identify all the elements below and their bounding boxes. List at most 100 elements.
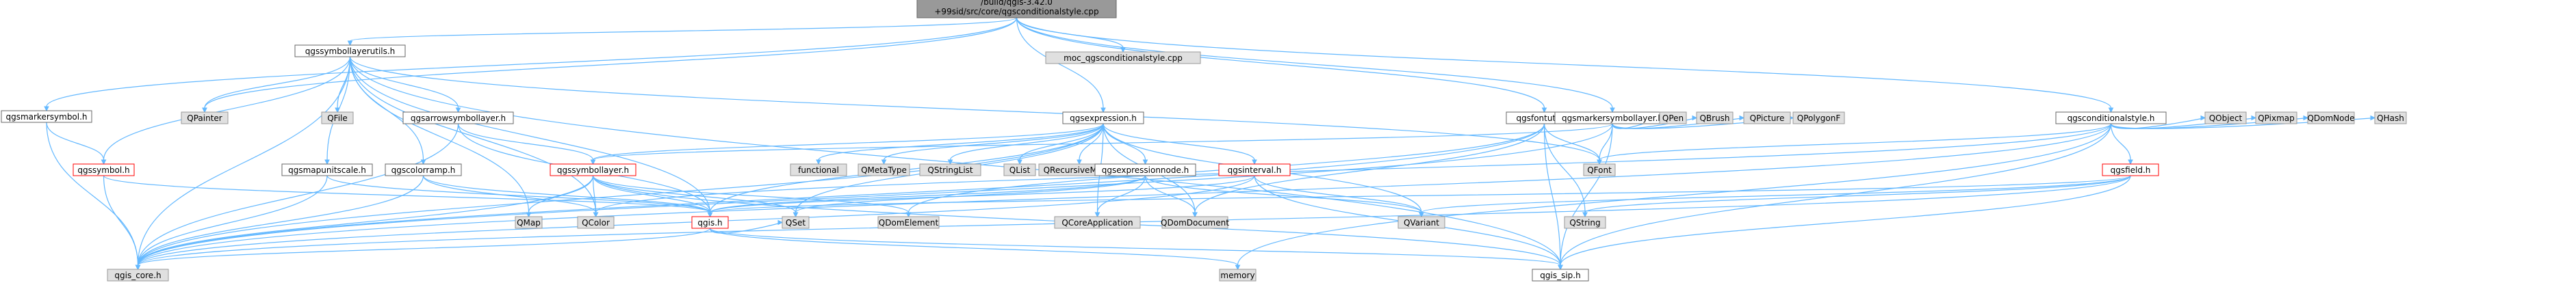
node-label: QMetaType (861, 165, 907, 175)
node-label: memory (1220, 271, 1254, 280)
node-qbrush[interactable]: QBrush (1696, 111, 1734, 124)
node-qdomdoc[interactable]: QDomDocument (1161, 216, 1229, 229)
node-qpen[interactable]: QPen (1659, 111, 1687, 124)
node-label: QDomElement (879, 218, 939, 228)
node-qgsfield[interactable]: qgsfield.h (2102, 163, 2159, 176)
node-qlist[interactable]: QList (1003, 163, 1036, 176)
node-qpainter[interactable]: QPainter (181, 111, 229, 124)
node-condstyle[interactable]: qgsconditionalstyle.h (2055, 111, 2167, 124)
node-qgiscore[interactable]: qgis_core.h (107, 269, 169, 282)
edge-symlayer-qgis (592, 175, 711, 213)
node-box (1532, 269, 1589, 282)
node-box (281, 163, 373, 176)
node-interval[interactable]: qgsinterval.h (1218, 163, 1291, 176)
node-qmap[interactable]: QMap (515, 216, 543, 229)
node-qgssymbol[interactable]: qgssymbol.h (73, 163, 135, 176)
node-qpolygonf[interactable]: QPolygonF (1792, 111, 1845, 124)
node-qset[interactable]: QSet (782, 216, 810, 229)
node-qdomelement[interactable]: QDomElement (877, 216, 940, 229)
edge-arrowhead (1017, 159, 1022, 165)
node-box (321, 111, 354, 124)
edge-symlayer-qgiscore (137, 175, 594, 266)
node-markersym[interactable]: qgsmarkersymbol.h (1, 110, 92, 123)
node-expression[interactable]: qgsexpression.h (1062, 111, 1144, 124)
edge-root-expression (1016, 17, 1104, 109)
node-qhash[interactable]: QHash (2374, 111, 2407, 124)
node-box (1062, 111, 1144, 124)
node-qstring[interactable]: QString (1564, 216, 1606, 229)
node-memory[interactable]: memory (1219, 269, 1257, 282)
node-qcolor[interactable]: QColor (577, 216, 615, 229)
node-box (877, 216, 940, 229)
node-qvariant[interactable]: QVariant (1398, 216, 1445, 229)
node-label: qgsmarkersymbol.h (5, 112, 87, 122)
edge-root-markersym (46, 17, 1018, 107)
edge-arrowhead (202, 107, 207, 113)
node-qstringlist[interactable]: QStringList (919, 163, 981, 176)
node-label: qgsarrowsymbollayer.h (411, 113, 506, 123)
node-box (1564, 216, 1606, 229)
node-label: QCoreApplication (1061, 218, 1133, 228)
node-box (916, 0, 1117, 18)
edge-exprnode-qgis (709, 175, 1146, 213)
node-label: QColor (582, 218, 610, 228)
node-box (1398, 216, 1445, 229)
node-box (577, 216, 615, 229)
node-qmetatype[interactable]: QMetaType (858, 163, 910, 176)
edge-arrowsym-symlayer (457, 123, 594, 161)
edge-qgis-qgissip (709, 228, 1561, 266)
edge-symlayerutils-qmap (349, 56, 530, 213)
edge-exprnode-qcoreapp (1096, 175, 1146, 213)
edge-fontutils-qgissip (1543, 123, 1561, 266)
node-qfile[interactable]: QFile (321, 111, 354, 124)
edge-qgsfield-qstring (1584, 175, 2131, 213)
node-root[interactable]: /build/qgis-3.42.0+99sid/src/core/qgscon… (916, 0, 1117, 18)
node-label: qgis.h (697, 218, 722, 228)
edge-arrowhead (1610, 107, 1615, 113)
node-exprnode[interactable]: qgsexpressionnode.h (1094, 163, 1196, 176)
node-mapunit[interactable]: qgsmapunitscale.h (281, 163, 373, 176)
node-label: QPainter (187, 113, 222, 123)
node-box (1219, 269, 1257, 282)
node-symlayer[interactable]: qgssymbollayer.h (550, 163, 636, 176)
edge-arrowhead (905, 212, 912, 218)
node-box (1218, 163, 1291, 176)
edge-expression-interval (1103, 123, 1255, 161)
node-qfont[interactable]: QFont (1583, 163, 1616, 176)
node-qpixmap[interactable]: QPixmap (2255, 111, 2297, 124)
edge-symlayerutils-qgiscore (137, 56, 351, 266)
edge-condstyle-memory (1237, 123, 2112, 266)
edge-markersym-qgiscore (46, 122, 139, 266)
node-markersymlayer[interactable]: qgsmarkersymbollayer.h (1554, 111, 1671, 124)
node-qobject[interactable]: QObject (2204, 111, 2247, 124)
edge-condstyle-qhash (2110, 117, 2375, 129)
node-box (1, 110, 92, 123)
edge-arrowhead (1541, 107, 1547, 113)
node-qdomnode[interactable]: QDomNode (2307, 111, 2355, 124)
edge-arrowhead (707, 212, 713, 218)
node-label: QStringList (927, 165, 973, 175)
node-box (1659, 111, 1687, 124)
node-qgis[interactable]: qgis.h (691, 216, 729, 229)
edge-interval-qgis (709, 175, 1255, 213)
node-label: functional (798, 165, 839, 175)
node-arrowsym[interactable]: qgsarrowsymbollayer.h (402, 111, 514, 124)
node-label: qgis_core.h (114, 271, 161, 280)
node-qpicture[interactable]: QPicture (1743, 111, 1791, 124)
node-box (2055, 111, 2167, 124)
node-qcoreapp[interactable]: QCoreApplication (1054, 216, 1141, 229)
edge-arrowhead (816, 159, 821, 165)
node-colorramp[interactable]: qgscolorramp.h (385, 163, 462, 176)
node-symlayerutils[interactable]: qgssymbollayerutils.h (294, 44, 406, 57)
edge-root-condstyle (1016, 17, 2112, 109)
node-moc[interactable]: moc_qgsconditionalstyle.cpp (1045, 51, 1201, 64)
edge-arrowhead (135, 264, 141, 271)
node-box (385, 163, 462, 176)
edge-markersymlayer-symlayer (592, 123, 1613, 161)
node-box (919, 163, 981, 176)
node-label: QSet (786, 218, 806, 228)
node-box (1094, 163, 1196, 176)
node-functional[interactable]: functional (790, 163, 847, 176)
node-qgissip[interactable]: qgis_sip.h (1532, 269, 1589, 282)
node-box (1583, 163, 1616, 176)
